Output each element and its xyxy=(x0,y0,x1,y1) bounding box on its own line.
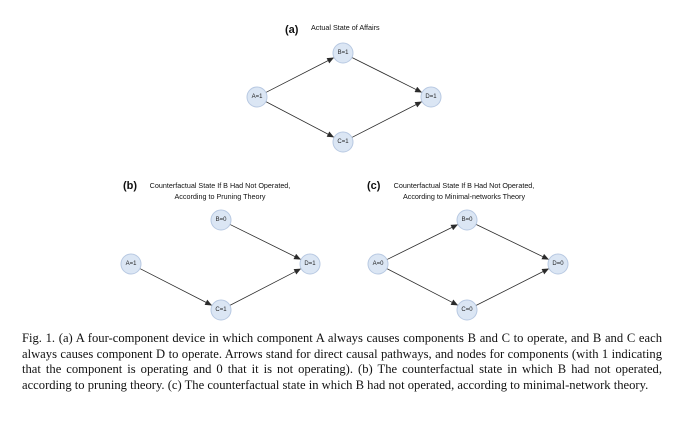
node-label: A=1 xyxy=(126,261,138,267)
node-circle xyxy=(547,253,569,275)
node-circle xyxy=(210,299,232,321)
node-c: C=0 xyxy=(456,299,478,321)
panel-b: (b) Counterfactual State If B Had Not Ope… xyxy=(120,180,321,321)
node-label: C=1 xyxy=(337,139,349,145)
node-a: A=1 xyxy=(246,86,268,108)
node-b: B=1 xyxy=(332,42,354,64)
edge-a-to-c-arrow xyxy=(386,268,459,306)
node-circle xyxy=(299,253,321,275)
edge-a-to-c-arrow xyxy=(265,101,335,138)
node-label: C=1 xyxy=(215,307,227,313)
figure-caption: Fig. 1. (a) A four-component device in w… xyxy=(22,331,662,392)
panel-label: (a) xyxy=(285,24,299,36)
edge-b-to-d-arrow xyxy=(229,224,302,260)
panel-label: (c) xyxy=(367,180,381,192)
node-label: D=0 xyxy=(552,261,564,267)
panel-title-line: Counterfactual State If B Had Not Operat… xyxy=(394,181,535,190)
edge-a-to-b-arrow xyxy=(386,224,459,260)
node-a: A=1 xyxy=(120,253,142,275)
node-circle xyxy=(332,131,354,153)
node-b: B=0 xyxy=(456,209,478,231)
node-label: C=0 xyxy=(461,307,473,313)
edge-b-to-d-arrow xyxy=(351,57,423,93)
node-label: A=1 xyxy=(252,94,264,100)
node-circle xyxy=(332,42,354,64)
node-circle xyxy=(367,253,389,275)
diagram-panels: (a)Actual State of AffairsA=1B=1C=1D=1(b… xyxy=(120,23,569,321)
node-b: B=0 xyxy=(210,209,232,231)
node-c: C=1 xyxy=(210,299,232,321)
node-d: D=1 xyxy=(299,253,321,275)
node-label: A=0 xyxy=(373,261,385,267)
node-circle xyxy=(120,253,142,275)
edge-a-to-c-arrow xyxy=(139,268,213,306)
edge-a-to-b-arrow xyxy=(265,57,335,93)
node-circle xyxy=(210,209,232,231)
panel-title-line: Actual State of Affairs xyxy=(311,23,380,32)
causal-diagram-figure: (a)Actual State of AffairsA=1B=1C=1D=1(b… xyxy=(120,23,569,321)
node-label: D=1 xyxy=(304,261,316,267)
edge-c-to-d-arrow xyxy=(351,101,423,138)
panel-label: (b) xyxy=(123,180,137,192)
node-label: B=1 xyxy=(338,50,350,56)
edge-c-to-d-arrow xyxy=(229,268,302,306)
node-label: B=0 xyxy=(462,217,474,223)
node-circle xyxy=(420,86,442,108)
node-label: B=0 xyxy=(216,217,228,223)
edge-b-to-d-arrow xyxy=(475,223,549,260)
node-c: C=1 xyxy=(332,131,354,153)
node-circle xyxy=(456,299,478,321)
node-circle xyxy=(246,86,268,108)
panel-title-line: According to Minimal-networks Theory xyxy=(403,192,526,201)
edge-c-to-d-arrow xyxy=(475,268,550,306)
node-d: D=0 xyxy=(547,253,569,275)
node-label: D=1 xyxy=(425,94,437,100)
node-a: A=0 xyxy=(367,253,389,275)
node-circle xyxy=(456,209,478,231)
node-d: D=1 xyxy=(420,86,442,108)
panel-title-line: According to Pruning Theory xyxy=(175,192,266,201)
panel-title-line: Counterfactual State If B Had Not Operat… xyxy=(150,181,291,190)
panel-c: (c) Counterfactual State If B Had Not Ope… xyxy=(367,180,569,321)
